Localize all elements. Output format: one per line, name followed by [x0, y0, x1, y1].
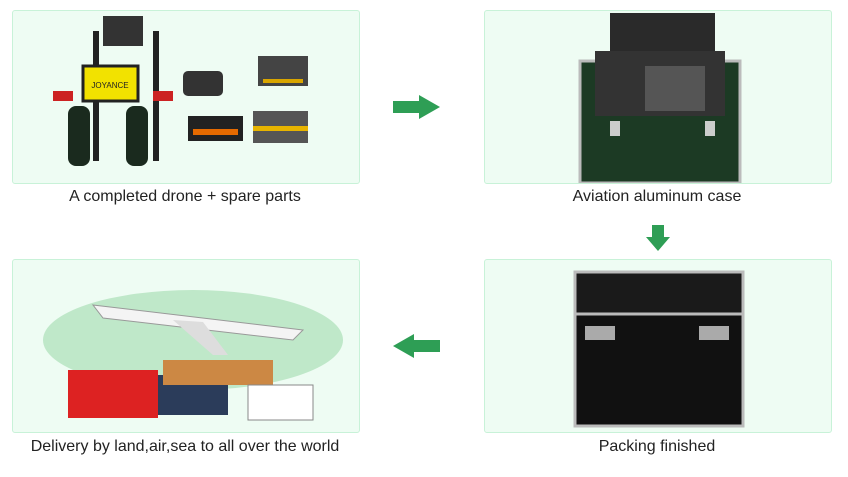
step-2-caption: Aviation aluminum case — [572, 188, 742, 205]
arrow-right-icon — [393, 95, 440, 119]
arrow-down-icon — [646, 225, 670, 251]
arrow-left-icon — [393, 334, 440, 358]
step-4-caption: Delivery by land,air,sea to all over the… — [30, 438, 340, 455]
step-4-image-panel — [12, 259, 360, 433]
closed-case-image — [573, 270, 745, 428]
step-3-image-panel — [484, 259, 832, 433]
open-aluminum-case-image — [578, 13, 742, 183]
step-2-image-panel — [484, 10, 832, 184]
drone-logo-text: JOYANCE — [91, 81, 128, 90]
drone-and-parts-image: JOYANCE — [53, 16, 308, 166]
global-delivery-image — [43, 290, 343, 421]
step-1-caption: A completed drone + spare parts — [69, 188, 301, 205]
step-3-caption: Packing finished — [598, 438, 716, 455]
step-1-image-panel: JOYANCE — [12, 10, 360, 184]
